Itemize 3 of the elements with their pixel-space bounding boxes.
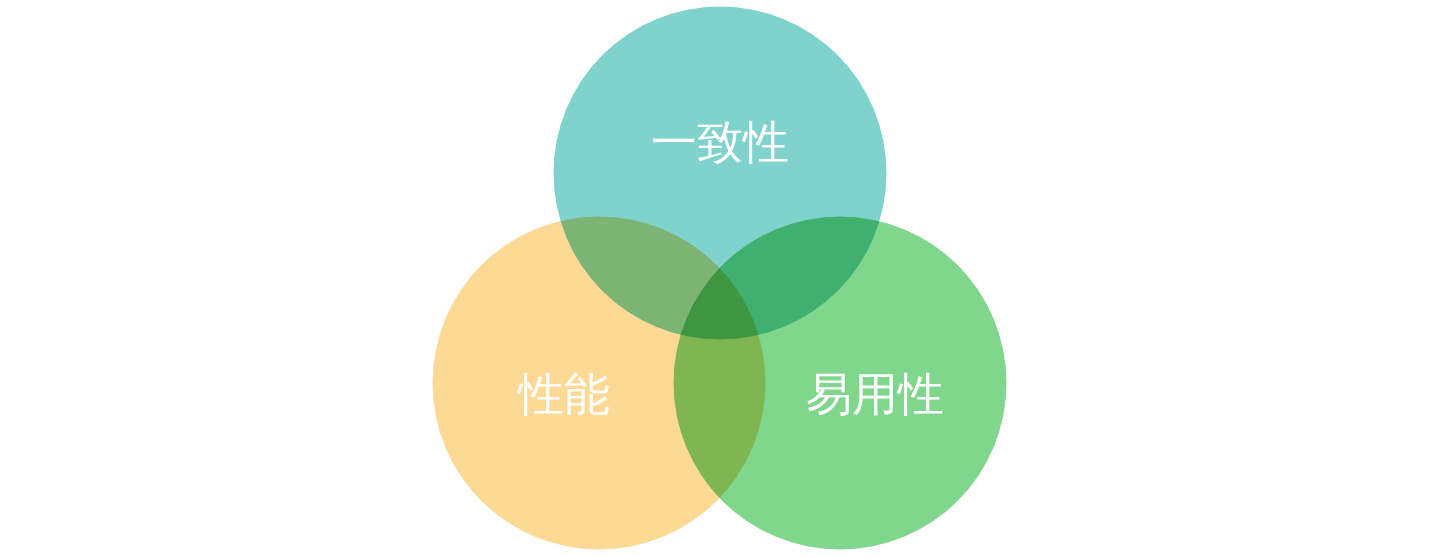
circle-label: 易用性 — [806, 366, 944, 423]
circle-label: 一致性 — [651, 114, 789, 171]
circle-label: 性能 — [518, 366, 610, 423]
